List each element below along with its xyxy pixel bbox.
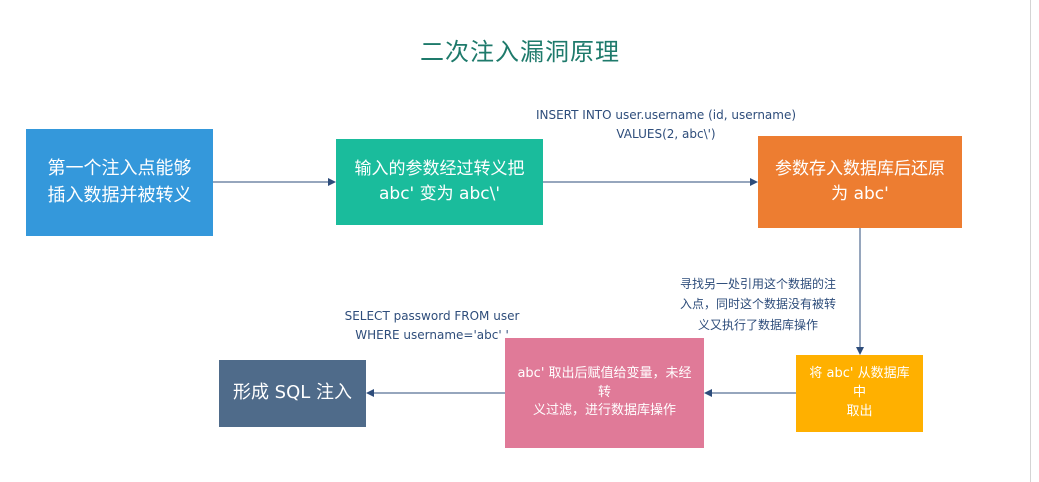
note-insert-sql: INSERT INTO user.username (id, username)… <box>506 106 826 143</box>
node-fetch-from-db: 将 abc' 从数据库中 取出 <box>796 355 923 432</box>
note-select-sql-line2: WHERE username='abc' ' <box>355 327 509 342</box>
node-inject-point-line2: 插入数据并被转义 <box>47 184 192 206</box>
node-assign-variable-line2: 义过滤，进行数据库操作 <box>532 403 676 419</box>
node-fetch-from-db-line1: 将 abc' 从数据库中 <box>809 366 910 401</box>
node-escape-param-line2: abc' 变为 abc\' <box>379 184 500 204</box>
note-find-second: 寻找另一处引用这个数据的注 入点，同时这个数据没有被转 义又执行了数据库操作 <box>663 274 853 335</box>
node-form-sqli-line1: 形成 SQL 注入 <box>232 382 353 404</box>
page-edge-divider <box>1030 0 1031 482</box>
node-assign-variable: abc' 取出后赋值给变量，未经转 义过滤，进行数据库操作 <box>505 338 704 448</box>
note-select-sql-line1: SELECT password FROM user <box>344 309 520 323</box>
node-inject-point: 第一个注入点能够 插入数据并被转义 <box>26 129 213 236</box>
node-escape-param-line1: 输入的参数经过转义把 <box>354 159 525 180</box>
note-insert-sql-line2: VALUES(2, abc\') <box>616 126 716 141</box>
note-find-second-line1: 寻找另一处引用这个数据的注 <box>679 277 836 291</box>
node-form-sqli: 形成 SQL 注入 <box>219 360 366 427</box>
node-inject-point-line1: 第一个注入点能够 <box>47 158 192 180</box>
node-fetch-from-db-line2: 取出 <box>846 403 873 419</box>
node-store-restore: 参数存入数据库后还原 为 abc' <box>758 136 962 228</box>
node-assign-variable-line1: abc' 取出后赋值给变量，未经转 <box>517 365 692 400</box>
node-escape-param: 输入的参数经过转义把 abc' 变为 abc\' <box>336 139 543 225</box>
note-find-second-line2: 入点，同时这个数据没有被转 <box>679 297 836 312</box>
note-select-sql: SELECT password FROM user WHERE username… <box>316 307 548 344</box>
diagram-title: 二次注入漏洞原理 <box>420 38 620 66</box>
node-store-restore-line1: 参数存入数据库后还原 <box>775 159 945 180</box>
note-find-second-line3: 义又执行了数据库操作 <box>697 317 818 332</box>
node-store-restore-line2: 为 abc' <box>831 184 889 204</box>
note-insert-sql-line1: INSERT INTO user.username (id, username) <box>535 108 797 122</box>
